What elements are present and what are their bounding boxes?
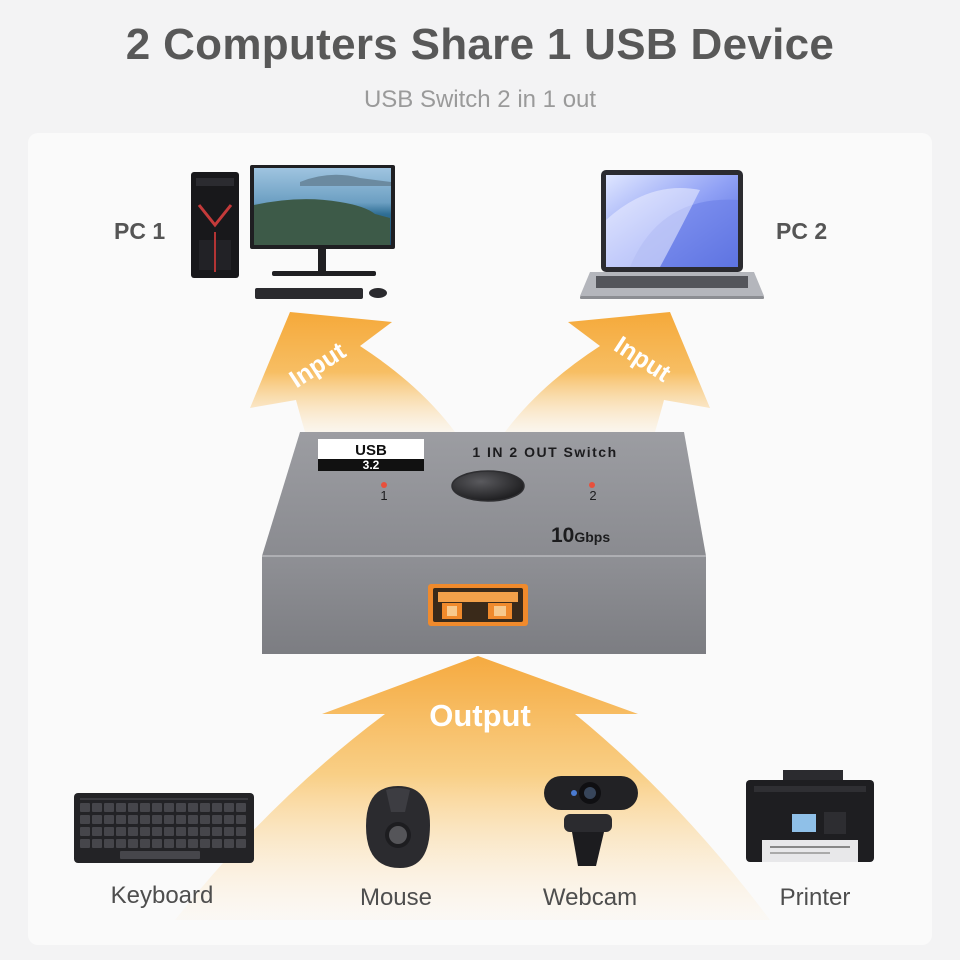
keyboard-key (176, 827, 186, 836)
keyboard-key (164, 827, 174, 836)
keyboard-key (116, 815, 126, 824)
keyboard-key (128, 839, 138, 848)
keyboard-key (152, 803, 162, 812)
keyboard-key (140, 827, 150, 836)
keyboard-key (104, 827, 114, 836)
keyboard-spacebar (120, 851, 200, 859)
keyboard-key (212, 803, 222, 812)
output-arrow: Output (175, 656, 770, 920)
keyboard-key (92, 815, 102, 824)
keyboard-key (188, 803, 198, 812)
usb-port-icon (428, 584, 528, 626)
keyboard-key (140, 803, 150, 812)
output-label: Output (429, 698, 531, 733)
webcam-icon (544, 776, 638, 866)
keyboard-key (236, 815, 246, 824)
speed-text: 10Gbps (551, 524, 610, 547)
keyboard-key (104, 839, 114, 848)
page-subtitle: USB Switch 2 in 1 out (363, 86, 597, 113)
pc1-label: PC 1 (114, 218, 166, 244)
keyboard-key (80, 827, 90, 836)
keyboard-key (212, 839, 222, 848)
mouse-icon (366, 786, 430, 868)
pc2-label: PC 2 (776, 218, 828, 244)
left-input-arrow: Input (250, 312, 455, 432)
usb-badge-bottom: 3.2 (363, 458, 380, 472)
keyboard-key (140, 839, 150, 848)
page-title: 2 Computers Share 1 USB Device (125, 20, 835, 69)
keyboard-key (188, 827, 198, 836)
keyboard-key (152, 815, 162, 824)
pc1-tower-icon (191, 172, 239, 278)
led-2-label: 2 (589, 488, 596, 503)
keyboard-key (80, 839, 90, 848)
keyboard-key (152, 839, 162, 848)
keyboard-key (116, 839, 126, 848)
speed-number: 10 (551, 524, 574, 547)
led-1-label: 1 (380, 488, 387, 503)
keyboard-icon (74, 793, 254, 863)
keyboard-key (80, 803, 90, 812)
keyboard-key (128, 827, 138, 836)
keyboard-key (224, 815, 234, 824)
keyboard-key (104, 815, 114, 824)
printer-label: Printer (779, 884, 851, 911)
keyboard-key (116, 827, 126, 836)
right-input-arrow: Input (505, 312, 710, 432)
keyboard-label: Keyboard (110, 882, 214, 909)
keyboard-key (200, 827, 210, 836)
keyboard-key (164, 815, 174, 824)
keyboard-key (236, 839, 246, 848)
keyboard-key (152, 827, 162, 836)
switch-button (451, 470, 525, 502)
keyboard-key (200, 815, 210, 824)
keyboard-key (224, 839, 234, 848)
mouse-label: Mouse (359, 884, 433, 911)
keyboard-key (116, 803, 126, 812)
pc1-monitor-icon (250, 165, 395, 299)
speed-unit: Gbps (574, 529, 610, 545)
keyboard-key (224, 827, 234, 836)
keyboard-key (104, 803, 114, 812)
keyboard-key (176, 815, 186, 824)
keyboard-key (212, 815, 222, 824)
switch-model-text: 1 IN 2 OUT Switch (472, 444, 617, 460)
keyboard-key (92, 803, 102, 812)
keyboard-key (128, 803, 138, 812)
keyboard-key (200, 839, 210, 848)
keyboard-key (80, 815, 90, 824)
webcam-label: Webcam (542, 884, 638, 911)
usb-switch-device: USB 3.2 1 IN 2 OUT Switch 1 2 10Gbps (262, 432, 706, 654)
keyboard-key (188, 815, 198, 824)
keyboard-key (188, 839, 198, 848)
keyboard-key (92, 839, 102, 848)
keyboard-key (200, 803, 210, 812)
keyboard-key (236, 827, 246, 836)
keyboard-key (236, 803, 246, 812)
keyboard-key (164, 803, 174, 812)
keyboard-key (176, 839, 186, 848)
keyboard-key (92, 827, 102, 836)
usb-badge-top: USB (355, 442, 387, 459)
keyboard-key (212, 827, 222, 836)
keyboard-key (128, 815, 138, 824)
pc2-laptop-icon (580, 170, 764, 299)
keyboard-key (176, 803, 186, 812)
printer-icon (746, 770, 874, 862)
keyboard-key (164, 839, 174, 848)
keyboard-key (224, 803, 234, 812)
keyboard-key (140, 815, 150, 824)
